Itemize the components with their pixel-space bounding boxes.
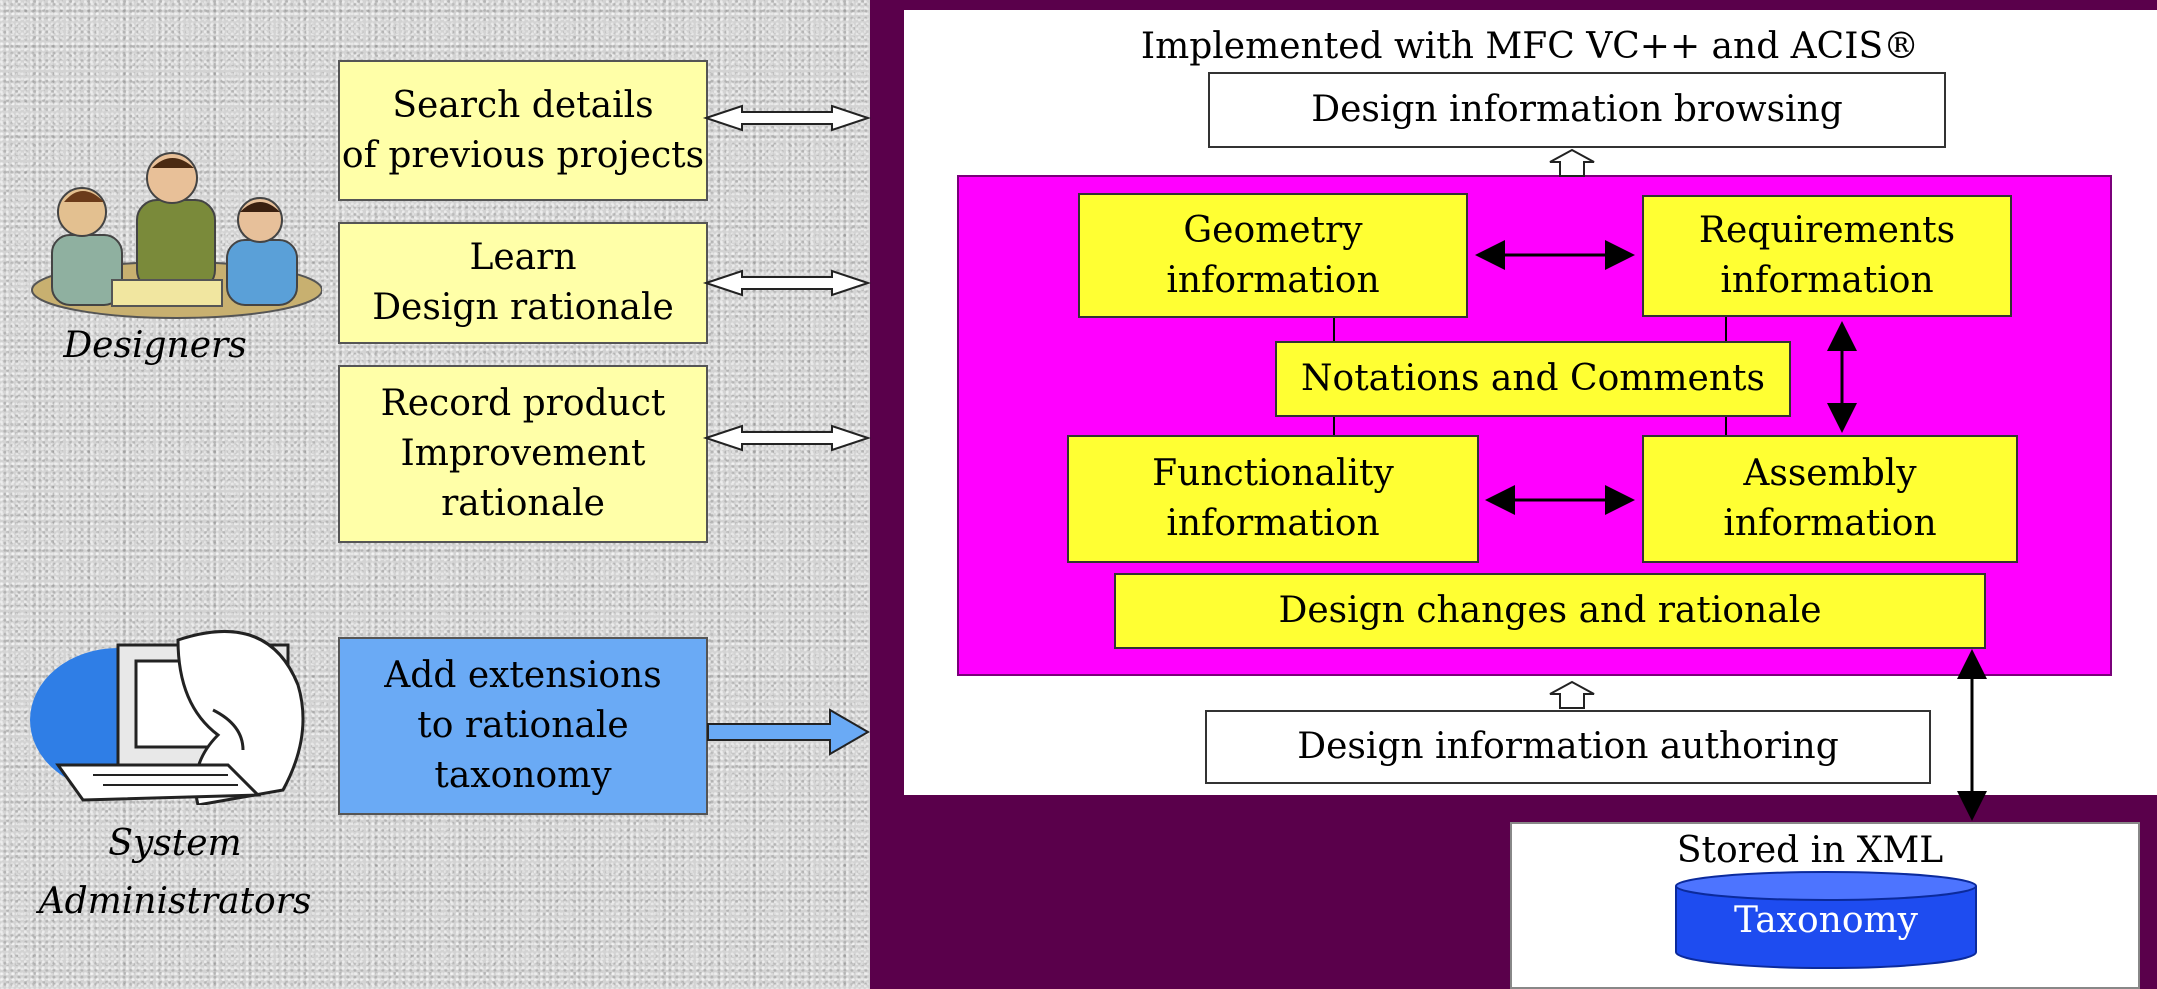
functionality-box: Functionality information (1067, 435, 1479, 563)
admin-computer-icon (30, 629, 305, 805)
requirements-box: Requirements information (1642, 195, 2012, 317)
changes-box: Design changes and rationale (1114, 573, 1986, 649)
notations-box: Notations and Comments (1275, 341, 1791, 417)
extend-link-arrow (707, 708, 870, 756)
task-record-box: Record product Improvement rationale (338, 365, 708, 543)
browse-up-arrow (1549, 148, 1595, 177)
task-links (702, 104, 872, 452)
authoring-box: Design information authoring (1205, 710, 1931, 784)
search-link-arrow (702, 104, 872, 132)
author-up-arrow (1549, 680, 1595, 709)
designers-icon (31, 152, 322, 319)
task-extend-box: Add extensions to rationale taxonomy (338, 637, 708, 815)
stored-in-xml-label: Stored in XML (1676, 830, 1944, 871)
admins-label: System Administrators (38, 823, 312, 922)
browsing-box: Design information browsing (1208, 72, 1946, 148)
assembly-box: Assembly information (1642, 435, 2018, 563)
record-link-arrow (702, 424, 872, 452)
learn-link-arrow (702, 269, 872, 297)
geometry-box: Geometry information (1078, 193, 1468, 318)
task-learn-box: Learn Design rationale (338, 222, 708, 344)
database-cylinder-icon (1675, 871, 1977, 969)
implemented-note: Implemented with MFC VC++ and ACIS® (1140, 26, 1920, 67)
taxonomy-label: Taxonomy (1734, 900, 1918, 941)
task-search-box: Search details of previous projects (338, 60, 708, 201)
designers-label: Designers (63, 325, 247, 366)
